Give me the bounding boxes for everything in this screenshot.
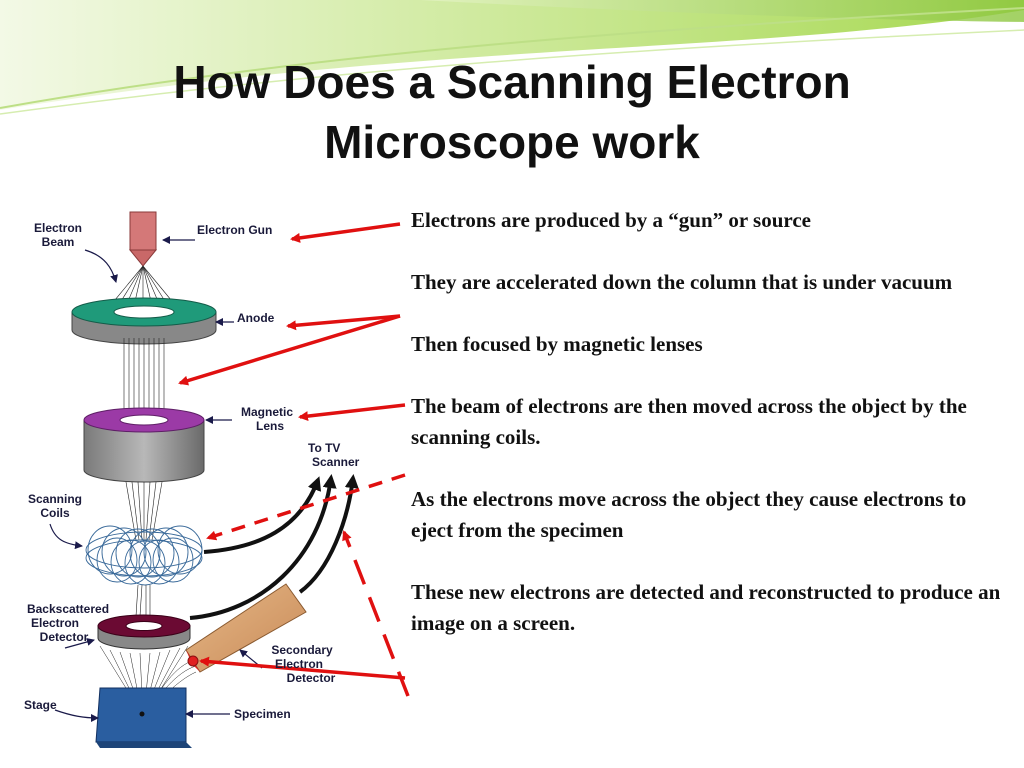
header-swoosh-decoration xyxy=(0,0,1024,115)
label-backscattered-3: Detector xyxy=(40,630,89,644)
sem-diagram: Electron Beam Electron Gun Anode Magneti… xyxy=(24,211,410,748)
label-backscattered-2: Electron xyxy=(31,616,79,630)
slide-title: How Does a Scanning Electron Microscope … xyxy=(0,52,1024,172)
label-stage: Stage xyxy=(24,698,57,712)
magnetic-lens xyxy=(83,407,205,483)
label-magnetic-lens-1: Magnetic xyxy=(241,405,293,419)
label-to-tv-2: Scanner xyxy=(312,455,360,469)
label-scanning-coils-2: Coils xyxy=(40,506,70,520)
label-electron-beam-1: Electron xyxy=(34,221,82,235)
label-backscattered-1: Backscattered xyxy=(27,602,109,616)
step-focusing: Then focused by magnetic lenses xyxy=(411,332,703,356)
title-line-2: Microscope work xyxy=(324,116,700,168)
label-scanning-coils-1: Scanning xyxy=(28,492,82,506)
stage xyxy=(95,687,192,748)
label-specimen: Specimen xyxy=(234,707,291,721)
beam-converging-lines xyxy=(125,481,163,541)
title-line-1: How Does a Scanning Electron xyxy=(173,56,851,108)
step-scanning: The beam of electrons are then moved acr… xyxy=(411,394,967,449)
step-detection: These new electrons are detected and rec… xyxy=(411,580,1001,635)
step-acceleration: They are accelerated down the column tha… xyxy=(411,270,953,294)
label-electron-beam-2: Beam xyxy=(42,235,75,249)
process-steps: Electrons are produced by a “gun” or sou… xyxy=(411,205,1011,670)
label-secondary-2: Electron xyxy=(275,657,323,671)
scanning-coils xyxy=(85,525,203,586)
step-connector-arrows xyxy=(178,222,410,697)
secondary-detector xyxy=(185,583,307,673)
beam-lower-lines xyxy=(135,584,151,617)
backscattered-detector xyxy=(97,614,191,650)
label-electron-gun: Electron Gun xyxy=(197,223,272,237)
label-secondary-3: Detector xyxy=(287,671,336,685)
label-magnetic-lens-2: Lens xyxy=(256,419,284,433)
beam-column-lines xyxy=(123,338,165,412)
step-electron-gun: Electrons are produced by a “gun” or sou… xyxy=(411,208,811,232)
step-ejection: As the electrons move across the object … xyxy=(411,487,967,542)
label-secondary-1: Secondary xyxy=(271,643,333,657)
anode-ring xyxy=(71,297,217,345)
label-anode: Anode xyxy=(237,311,275,325)
electron-gun xyxy=(128,211,158,267)
label-to-tv-1: To TV xyxy=(308,441,340,455)
